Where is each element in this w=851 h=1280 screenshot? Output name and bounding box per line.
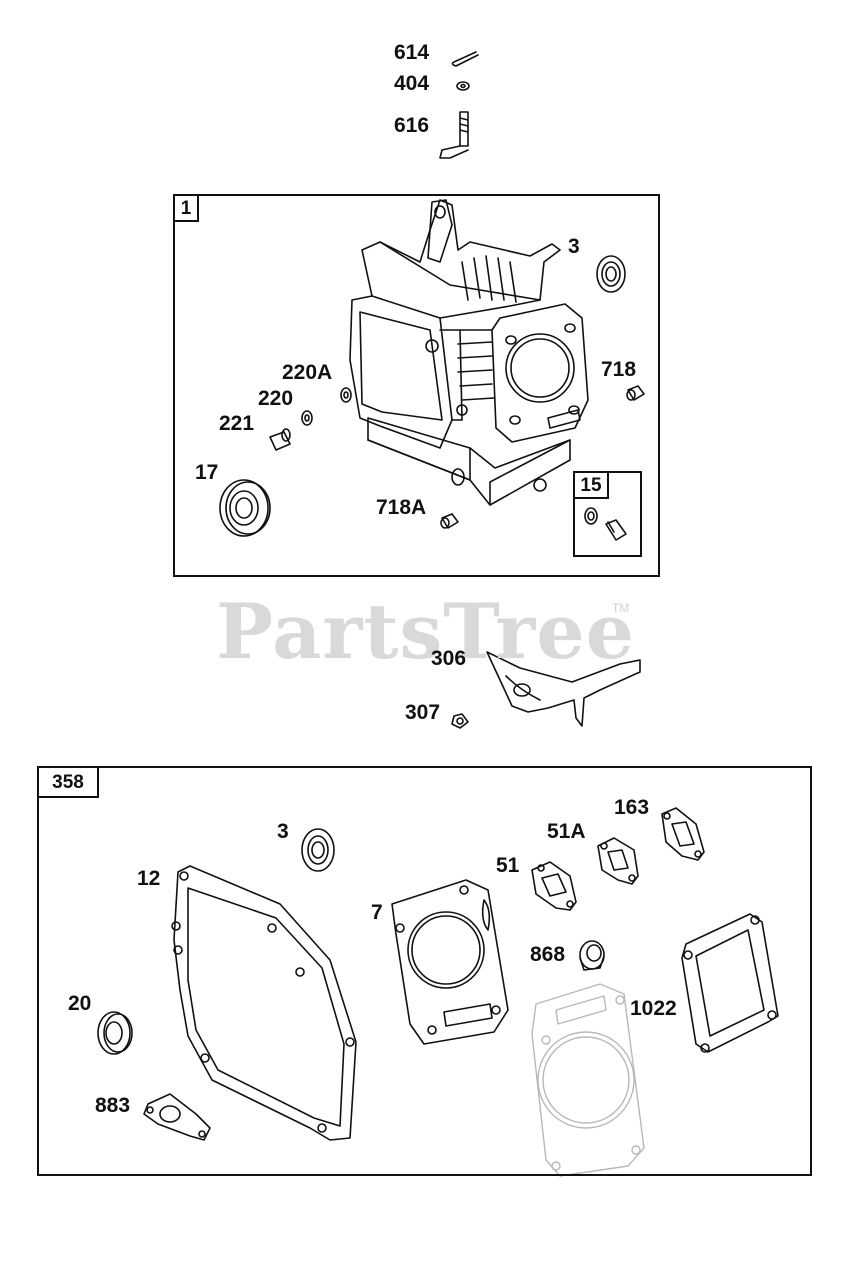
part-label-1022[interactable]: 1022 xyxy=(630,997,677,1020)
part-404-washer xyxy=(456,81,470,91)
part-221-pin xyxy=(269,428,291,451)
part-label-868[interactable]: 868 xyxy=(530,943,566,966)
part-label-51[interactable]: 51 xyxy=(496,854,520,877)
part-label-404[interactable]: 404 xyxy=(394,72,430,95)
group-tag-358: 358 xyxy=(37,766,99,798)
part-label-616[interactable]: 616 xyxy=(394,114,430,137)
part-label-20[interactable]: 20 xyxy=(68,992,92,1015)
part-614-cotter-pin xyxy=(451,51,479,67)
part-306-shield xyxy=(486,651,641,727)
part-label-7[interactable]: 7 xyxy=(371,901,383,924)
trademark-symbol: TM xyxy=(612,601,630,615)
part-label-163[interactable]: 163 xyxy=(614,796,650,819)
part-label-220[interactable]: 220 xyxy=(258,387,294,410)
part-3-oil-seal-kit xyxy=(301,828,335,872)
part-label-3-kit[interactable]: 3 xyxy=(277,820,289,843)
part-label-718[interactable]: 718 xyxy=(601,358,637,381)
part-label-3-top[interactable]: 3 xyxy=(568,235,580,258)
part-220a-washer xyxy=(340,387,352,403)
part-label-12[interactable]: 12 xyxy=(137,867,161,890)
part-868-valve-seal xyxy=(579,940,605,971)
part-label-51a[interactable]: 51A xyxy=(547,820,586,843)
partstree-watermark: PartsTree xyxy=(216,587,636,676)
group-box-1 xyxy=(173,194,660,577)
part-label-307[interactable]: 307 xyxy=(405,701,441,724)
part-1-engine-block xyxy=(349,199,589,506)
part-label-306[interactable]: 306 xyxy=(431,647,467,670)
group-box-358 xyxy=(37,766,812,1176)
part-307-bolt xyxy=(451,713,469,729)
part-616-lever xyxy=(439,111,469,159)
part-label-614[interactable]: 614 xyxy=(394,41,430,64)
part-51a-gasket xyxy=(597,837,639,885)
part-20-oil-seal xyxy=(97,1011,133,1055)
part-220-washer xyxy=(301,410,313,426)
ghost-head-gasket-outline xyxy=(531,983,645,1177)
part-label-718a[interactable]: 718A xyxy=(376,496,427,519)
part-3-oil-seal xyxy=(596,255,626,293)
group-tag-1: 1 xyxy=(173,194,199,222)
part-718a-dowel-pin xyxy=(440,513,459,529)
group-tag-15: 15 xyxy=(573,471,609,499)
part-17-ball-bearing xyxy=(219,479,271,537)
part-12-crankcase-gasket xyxy=(171,865,357,1141)
part-label-220a[interactable]: 220A xyxy=(282,361,333,384)
part-label-17[interactable]: 17 xyxy=(195,461,219,484)
part-7-cylinder-head-gasket xyxy=(391,879,509,1045)
part-883-gasket xyxy=(143,1093,211,1141)
part-163-gasket xyxy=(661,807,705,861)
part-15-washer-and-bolt xyxy=(584,507,627,541)
part-718-dowel-pin xyxy=(626,385,645,401)
part-label-221[interactable]: 221 xyxy=(219,412,255,435)
part-1022-valve-cover-gasket xyxy=(681,913,779,1053)
part-label-883[interactable]: 883 xyxy=(95,1094,131,1117)
part-51-exhaust-gasket xyxy=(531,861,577,911)
